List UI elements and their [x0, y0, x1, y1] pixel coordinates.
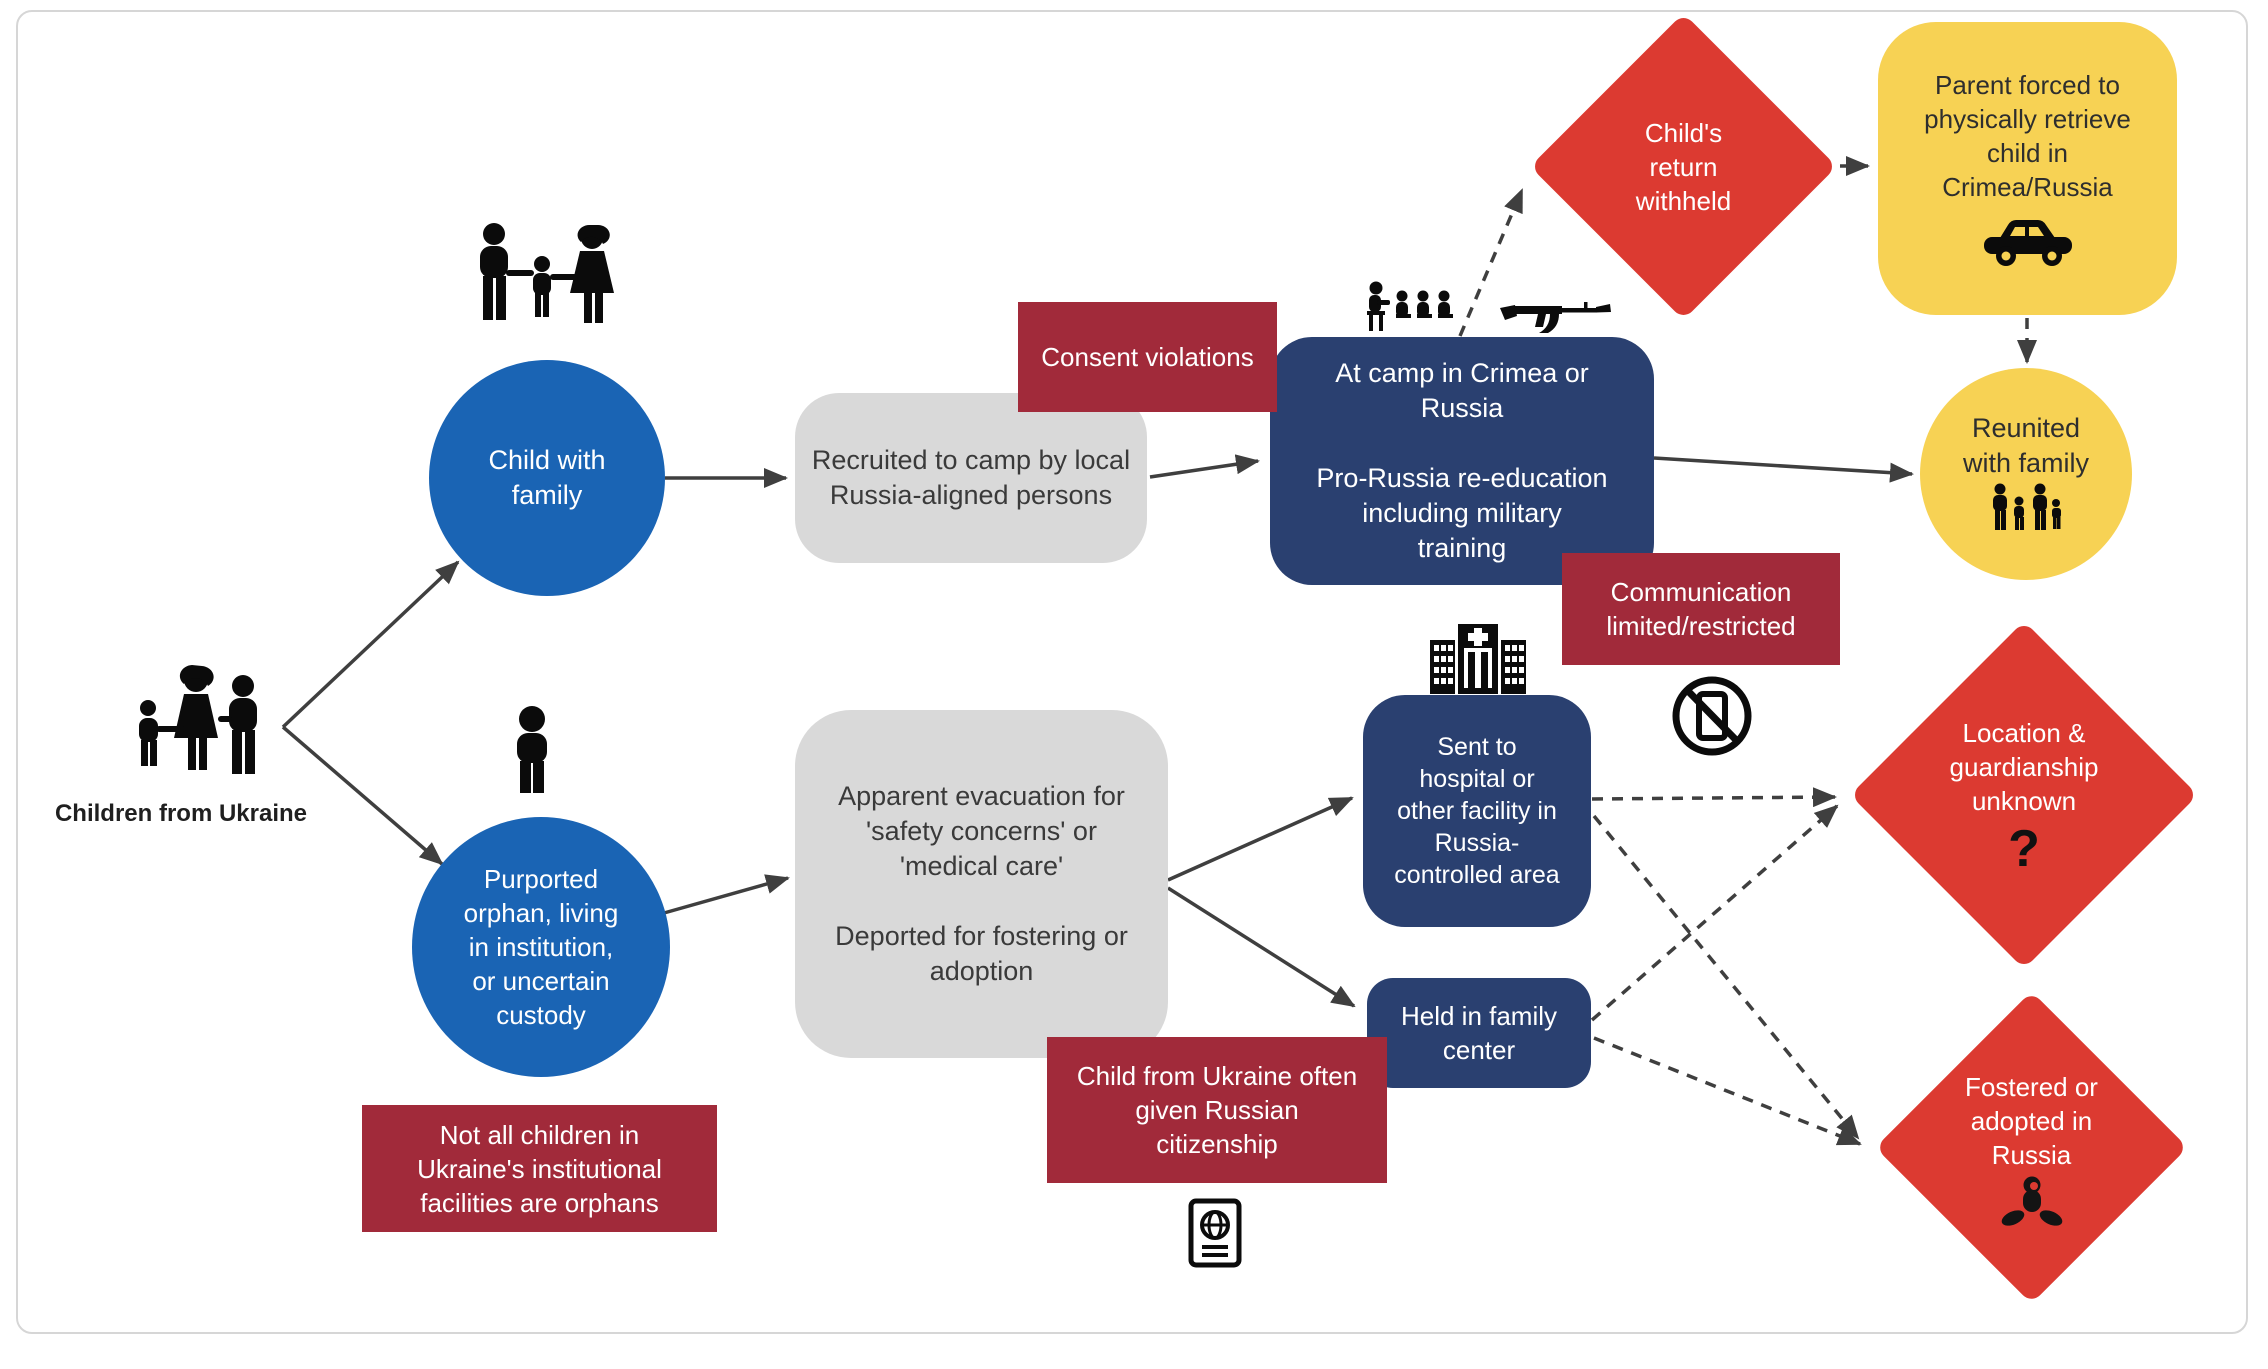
no-phone-icon — [1668, 672, 1756, 760]
passport-icon — [1188, 1198, 1242, 1268]
node-child-with-family: Child with family — [429, 360, 665, 596]
parents-with-child-icon — [472, 222, 628, 346]
parent-forced-text: Parent forced to physically retrieve chi… — [1924, 69, 2131, 202]
node-apparent-evacuation: Apparent evacuation for 'safety concerns… — [795, 710, 1168, 1058]
rifle-icon — [1498, 299, 1612, 335]
car-icon — [1980, 212, 2076, 270]
node-sent-to-hospital: Sent to hospital or other facility in Ru… — [1363, 695, 1591, 927]
edge-arrow — [1592, 814, 1860, 1140]
annotation-communication-limited: Communication limited/restricted — [1562, 553, 1840, 665]
node-fostered-adopted: Fostered or adopted in Russia — [1875, 991, 2188, 1304]
childs-return-text: Child's return withheld — [1635, 117, 1732, 216]
edge-arrow — [663, 874, 790, 915]
hospital-icon — [1428, 616, 1528, 694]
annotation-not-all-orphans: Not all children in Ukraine's institutio… — [362, 1105, 717, 1232]
reunited-text: Reunited with family — [1962, 413, 2090, 478]
node-reunited: Reunited with family — [1920, 368, 2132, 580]
edge-arrow — [1591, 787, 1837, 808]
source-label: Children from Ukraine — [54, 800, 308, 827]
edge-arrow — [1653, 456, 1914, 483]
annotation-consent-violations: Consent violations — [1018, 302, 1277, 412]
node-held-family-center: Held in family center — [1367, 978, 1591, 1088]
adoption-hands-icon — [2001, 1176, 2063, 1226]
edge-arrow — [1149, 454, 1260, 479]
flowchart-canvas: Children from Ukraine — [16, 10, 2248, 1334]
node-childs-return-withheld: Child's return withheld — [1530, 13, 1837, 320]
edges-layer — [281, 156, 2037, 1146]
node-recruited-to-camp: Recruited to camp by local Russia-aligne… — [795, 393, 1147, 563]
question-mark: ? — [2008, 820, 2040, 878]
classroom-icon — [1364, 280, 1456, 334]
location-unknown-text: Location & guardianship unknown — [1949, 718, 2099, 816]
single-child-icon — [505, 706, 559, 796]
edge-arrow — [281, 560, 460, 729]
reunited-family-icon — [1988, 483, 2064, 537]
edge-arrow — [1590, 804, 1839, 1022]
node-parent-forced: Parent forced to physically retrieve chi… — [1878, 22, 2177, 315]
edge-arrow — [281, 725, 444, 866]
edge-arrow — [1167, 796, 1354, 882]
family-group-icon — [130, 664, 280, 792]
edge-arrow — [1167, 886, 1356, 1008]
node-at-camp: At camp in Crimea or Russia Pro-Russia r… — [1270, 337, 1654, 585]
edge-arrow — [1458, 188, 1524, 337]
node-location-unknown: Location & guardianship unknown ? — [1850, 621, 2198, 969]
edge-arrow — [1593, 1036, 1862, 1146]
annotation-russian-citizenship: Child from Ukraine often given Russian c… — [1047, 1037, 1387, 1183]
fostered-text: Fostered or adopted in Russia — [1965, 1071, 2098, 1170]
node-purported-orphan: Purported orphan, living in institution,… — [412, 817, 670, 1077]
